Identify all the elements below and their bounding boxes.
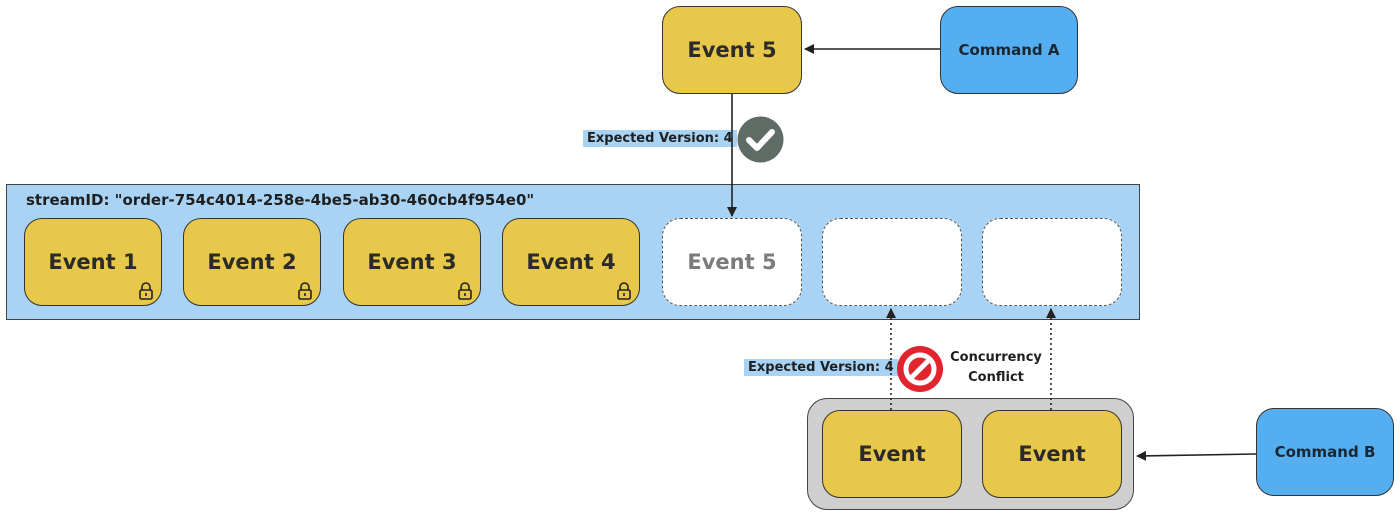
stream-event-1-label: Event 1 bbox=[48, 250, 138, 274]
stream-slot-event-5-label: Event 5 bbox=[687, 250, 777, 274]
check-circle-icon bbox=[737, 116, 784, 163]
stream-id-label: streamID: "order-754c4014-258e-4be5-ab30… bbox=[26, 191, 535, 209]
stream-slot-empty-2 bbox=[982, 218, 1122, 306]
command-a-label: Command A bbox=[958, 41, 1060, 59]
stream-event-1: Event 1 bbox=[24, 218, 162, 306]
arrow-command-b-to-batch bbox=[1136, 450, 1257, 461]
stream-slot-empty-1 bbox=[822, 218, 962, 306]
batch-event-2: Event bbox=[982, 410, 1122, 498]
stream-event-4-label: Event 4 bbox=[526, 250, 616, 274]
command-b: Command B bbox=[1256, 408, 1394, 496]
stream-event-2: Event 2 bbox=[183, 218, 321, 306]
batch-event-1-label: Event bbox=[858, 442, 926, 466]
stream-event-4: Event 4 bbox=[502, 218, 640, 306]
new-event-5-label: Event 5 bbox=[687, 38, 777, 62]
lock-icon bbox=[458, 282, 472, 300]
expected-version-top: Expected Version: 4 bbox=[583, 130, 737, 147]
conflict-line-1: Concurrency bbox=[950, 350, 1042, 365]
batch-event-1: Event bbox=[822, 410, 962, 498]
stream-slot-event-5: Event 5 bbox=[662, 218, 802, 306]
conflict-line-2: Conflict bbox=[968, 370, 1024, 385]
no-entry-icon bbox=[897, 346, 943, 392]
lock-icon bbox=[139, 282, 153, 300]
new-event-5: Event 5 bbox=[662, 6, 802, 94]
concurrency-conflict-label: Concurrency Conflict bbox=[946, 348, 1046, 388]
lock-icon bbox=[298, 282, 312, 300]
stream-event-3-label: Event 3 bbox=[367, 250, 457, 274]
lock-icon bbox=[617, 282, 631, 300]
command-a: Command A bbox=[940, 6, 1078, 94]
stream-event-3: Event 3 bbox=[343, 218, 481, 306]
stream-event-2-label: Event 2 bbox=[207, 250, 297, 274]
batch-event-2-label: Event bbox=[1018, 442, 1086, 466]
expected-version-bottom: Expected Version: 4 bbox=[744, 359, 898, 376]
command-b-label: Command B bbox=[1274, 443, 1376, 461]
